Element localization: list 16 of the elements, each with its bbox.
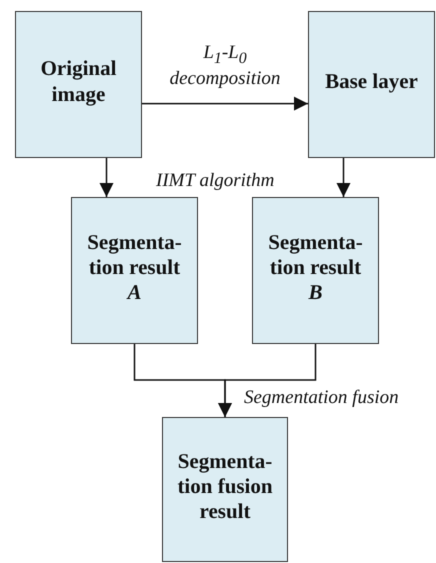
process-box (252, 197, 379, 344)
arrow (100, 158, 114, 197)
arrow (142, 96, 308, 111)
arrow (336, 158, 350, 197)
arrow (218, 344, 316, 417)
process-box (71, 197, 198, 344)
process-box (308, 11, 435, 158)
process-box (15, 11, 142, 158)
annotation: IIMT algorithm (156, 170, 274, 193)
box-label: Segmenta- tion fusion result (176, 448, 274, 524)
box-label: Base layer (325, 68, 418, 94)
box-label: Segmenta- tion result B (267, 230, 364, 306)
box-label: Segmenta- tion result A (86, 230, 183, 306)
box-label: Original image (40, 56, 118, 107)
annotation: Segmentation fusion (244, 387, 399, 410)
process-box (162, 417, 288, 562)
